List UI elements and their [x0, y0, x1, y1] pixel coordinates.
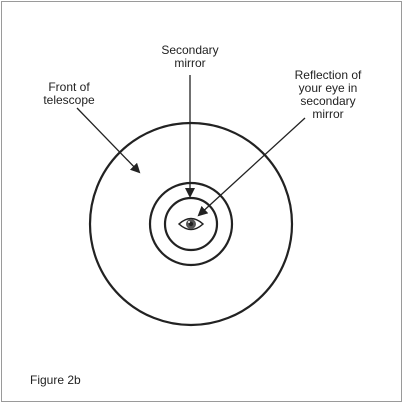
label-line: mirror [174, 56, 206, 70]
eye-icon [177, 217, 205, 231]
arrow-reflection [197, 117, 306, 217]
label-front-of-telescope: Front of telescope [27, 81, 111, 107]
eye-highlight [188, 221, 190, 223]
label-line: Reflection of [294, 68, 362, 82]
label-line: Secondary [161, 43, 219, 57]
label-reflection-of-eye: Reflection of your eye in secondary mirr… [280, 69, 376, 121]
secondary-mirror-outer-ring [148, 181, 234, 267]
label-line: telescope [43, 93, 95, 107]
label-line: your eye in [298, 81, 358, 95]
arrow-front-of-telescope [76, 107, 141, 174]
telescope-front-circle [88, 121, 294, 327]
label-line: secondary [300, 94, 356, 108]
label-secondary-mirror: Secondary mirror [150, 44, 230, 70]
figure-caption: Figure 2b [30, 373, 81, 387]
label-line: Front of [48, 80, 90, 94]
secondary-mirror-inner-ring [163, 196, 219, 252]
label-line: mirror [312, 107, 344, 121]
eye-pupil [188, 221, 194, 227]
